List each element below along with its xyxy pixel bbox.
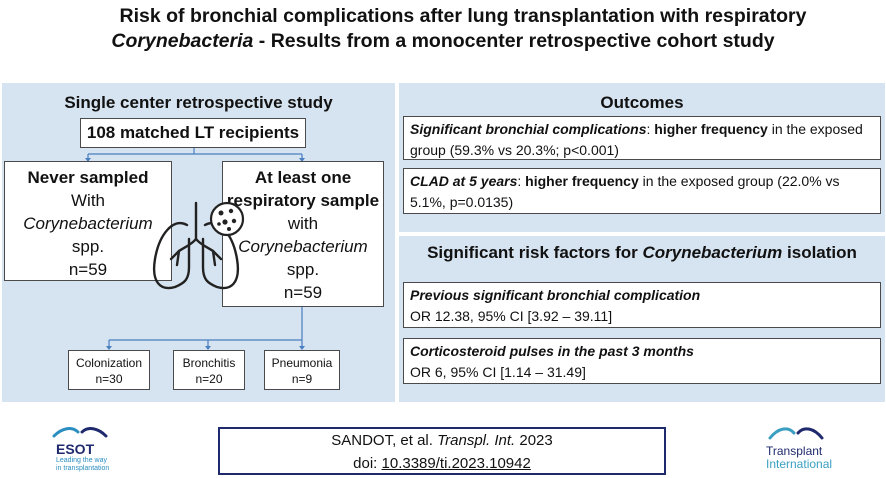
pneumonia-count: n=9: [291, 372, 313, 386]
esot-logo-text: ESOT: [56, 441, 95, 457]
never-with: With: [71, 191, 105, 210]
risk-heading-post: isolation: [782, 243, 857, 262]
page-title: Risk of bronchial complications after lu…: [0, 4, 886, 54]
outcome-bronchial-emph: higher frequency: [654, 121, 768, 137]
never-spp: spp.: [71, 237, 105, 256]
outcome-bronchial: Significant bronchial complications: hig…: [403, 116, 881, 160]
citation-doi-line: doi: 10.3389/ti.2023.10942: [220, 452, 664, 475]
outcomes-heading: Outcomes: [600, 93, 684, 112]
exposed-with: with: [287, 214, 319, 233]
risk-factor-steroid-or: OR 6, 95% CI [1.14 – 31.49]: [410, 364, 586, 380]
risk-factor-steroid: Corticosteroid pulses in the past 3 mont…: [403, 338, 881, 384]
outcome-clad-title: CLAD at 5 years: [410, 173, 518, 189]
exposed-title-1: At least one: [254, 168, 352, 187]
exposed-box: At least one respiratory sample with Cor…: [222, 161, 384, 307]
title-line-1: Risk of bronchial complications after lu…: [119, 5, 807, 27]
recipients-box: 108 matched LT recipients: [80, 118, 306, 148]
outcome-bronchial-title: Significant bronchial complications: [410, 121, 647, 137]
risk-heading-organism: Corynebacterium: [642, 243, 783, 262]
never-count: n=59: [68, 260, 108, 279]
exposed-organism: Corynebacterium: [238, 237, 368, 256]
citation-pre: SANDOT, et al.: [331, 432, 438, 449]
citation-doi-label: doi:: [353, 455, 382, 472]
risk-factor-bronchial-title: Previous significant bronchial complicat…: [410, 287, 701, 303]
never-organism: Corynebacterium: [23, 214, 153, 233]
esot-tagline-1: Leading the way: [56, 457, 107, 464]
risk-factor-bronchial-or: OR 12.38, 95% CI [3.92 – 39.11]: [410, 308, 613, 324]
colonization-label: Colonization: [75, 356, 143, 370]
risk-heading: Significant risk factors for Corynebacte…: [399, 243, 885, 263]
title-line-2: Corynebacteria - Results from a monocent…: [0, 29, 886, 54]
colonization-count: n=30: [95, 372, 123, 386]
outcome-bronchial-text: in the exposed group (59.3% vs 20.3%; p<…: [410, 121, 863, 158]
exposed-title-2: respiratory sample: [226, 191, 380, 210]
esot-hands-icon: [52, 427, 108, 438]
bronchitis-count: n=20: [195, 372, 223, 386]
outcome-clad-sep: :: [517, 173, 526, 189]
esot-tagline-2: in transplantation: [56, 465, 110, 472]
risk-heading-pre: Significant risk factors for: [427, 243, 643, 262]
pneumonia-label: Pneumonia: [271, 356, 333, 370]
title-italic: Corynebacteria: [111, 30, 254, 52]
doi-link[interactable]: 10.3389/ti.2023.10942: [381, 455, 531, 472]
esot-tagline: Leading the way in transplantation: [56, 457, 109, 473]
never-sampled-title: Never sampled: [27, 168, 149, 187]
lungs-icon: [152, 201, 245, 290]
risk-factor-bronchial: Previous significant bronchial complicat…: [403, 282, 881, 328]
never-sampled-box: Never sampled With Corynebacterium spp. …: [4, 161, 172, 281]
outcome-clad-text: in the exposed group (22.0% vs 5.1%, p=0…: [410, 173, 840, 210]
bronchitis-box: Bronchitis n=20: [173, 350, 245, 390]
outcome-bronchial-sep: :: [646, 121, 655, 137]
outcome-clad-emph: higher frequency: [525, 173, 639, 189]
ti-logo-text: Transplant International: [766, 445, 832, 471]
outcome-clad: CLAD at 5 years: higher frequency in the…: [403, 168, 881, 214]
citation-authors: SANDOT, et al. Transpl. Int. 2023: [220, 429, 664, 452]
title-rest: - Results from a monocenter retrospectiv…: [253, 30, 775, 52]
ti-logo-line-2: International: [766, 457, 833, 471]
bronchitis-label: Bronchitis: [182, 356, 236, 370]
colonization-box: Colonization n=30: [68, 350, 150, 390]
ti-logo-line-1: Transplant: [766, 444, 823, 458]
citation-box: SANDOT, et al. Transpl. Int. 2023 doi: 1…: [218, 427, 666, 475]
risk-factor-steroid-title: Corticosteroid pulses in the past 3 mont…: [410, 343, 694, 359]
exposed-count: n=59: [283, 283, 323, 302]
ti-hands-icon: [768, 427, 824, 440]
study-heading: Single center retrospective study: [64, 93, 333, 112]
pneumonia-box: Pneumonia n=9: [264, 350, 340, 390]
citation-journal: Transpl. Int.: [437, 432, 516, 449]
citation-year: 2023: [515, 432, 553, 449]
exposed-spp: spp.: [286, 260, 320, 279]
